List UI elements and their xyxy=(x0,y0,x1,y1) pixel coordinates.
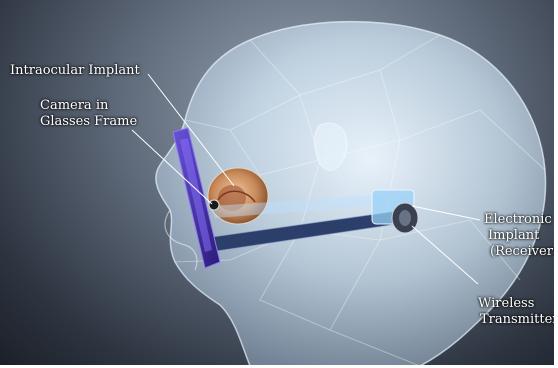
camera-icon xyxy=(209,200,219,210)
label-intraocular-implant: Intraocular Implant xyxy=(10,63,140,79)
image-border-right xyxy=(554,0,558,368)
label-camera-in-glasses-frame: Camera in Glasses Frame xyxy=(40,98,137,130)
label-electronic-implant: Electronic Implant (Receiver) xyxy=(484,212,558,260)
label-wireless-transmitter: Wireless Transmitter xyxy=(478,296,558,328)
